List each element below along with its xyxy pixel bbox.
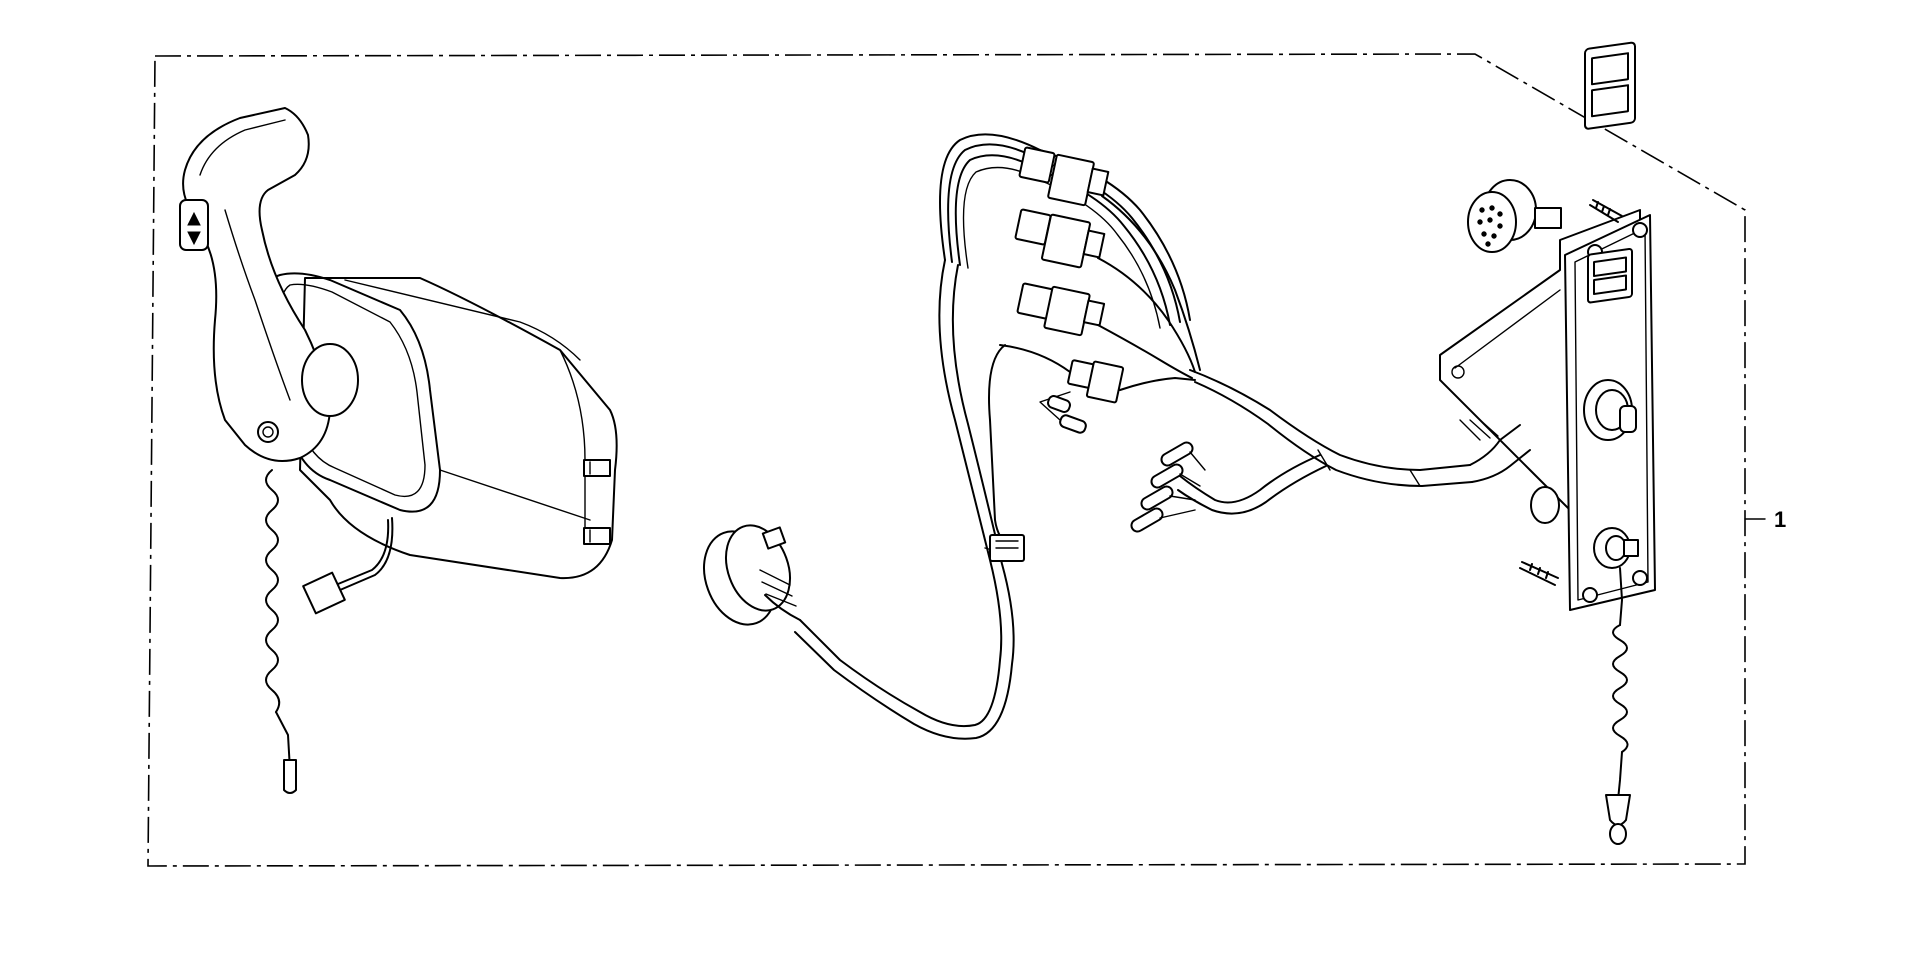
neutral-lock-button[interactable] [257, 421, 279, 443]
trim-up-arrow-icon [187, 211, 201, 226]
harness-connector-4[interactable] [1067, 359, 1125, 404]
trim-down-arrow-icon [187, 231, 201, 246]
lever-pivot-hub [301, 343, 359, 417]
warning-buzzer [1467, 179, 1562, 253]
callout-number-1: 1 [1774, 507, 1786, 532]
mounting-stud-bottom [1519, 561, 1559, 586]
harness-connector-2[interactable] [1014, 208, 1106, 269]
toggle-switch[interactable] [1587, 248, 1633, 304]
control-box-lead [339, 517, 394, 591]
ignition-key-icon [1619, 405, 1637, 433]
panel-screw-top-right [1632, 222, 1648, 238]
mounting-stud-top [1589, 199, 1623, 223]
mounting-slot-lower [583, 527, 611, 545]
assembly-boundary [147, 53, 1746, 867]
harness-plug-small-1[interactable] [1039, 391, 1087, 434]
harness-connector-3[interactable] [1016, 282, 1106, 337]
control-box-connector [302, 571, 346, 615]
remote-control-box[interactable] [179, 107, 618, 794]
harness-connector-1[interactable] [1018, 146, 1110, 207]
lanyard-clip [283, 759, 297, 794]
switch-panel[interactable] [1439, 41, 1656, 845]
stop-lanyard-ring [1609, 823, 1627, 845]
panel-rear-connector [1530, 486, 1560, 524]
ignition-key-switch[interactable] [1583, 379, 1637, 441]
stop-lanyard [1619, 567, 1623, 626]
emergency-stop-switch[interactable] [1593, 527, 1639, 569]
indicator-lamps [1584, 41, 1636, 130]
panel-screw-bottom-left [1582, 587, 1598, 603]
panel-screw-bottom-right [1632, 570, 1648, 586]
mounting-slot-upper [583, 459, 611, 477]
stop-lanyard-clip [1605, 794, 1631, 826]
round-main-connector[interactable] [692, 516, 802, 634]
lanyard-coil [265, 469, 281, 713]
control-box-housing [299, 277, 618, 580]
main-wire-harness[interactable] [692, 133, 1473, 740]
bullet-terminals[interactable] [1129, 440, 1206, 533]
